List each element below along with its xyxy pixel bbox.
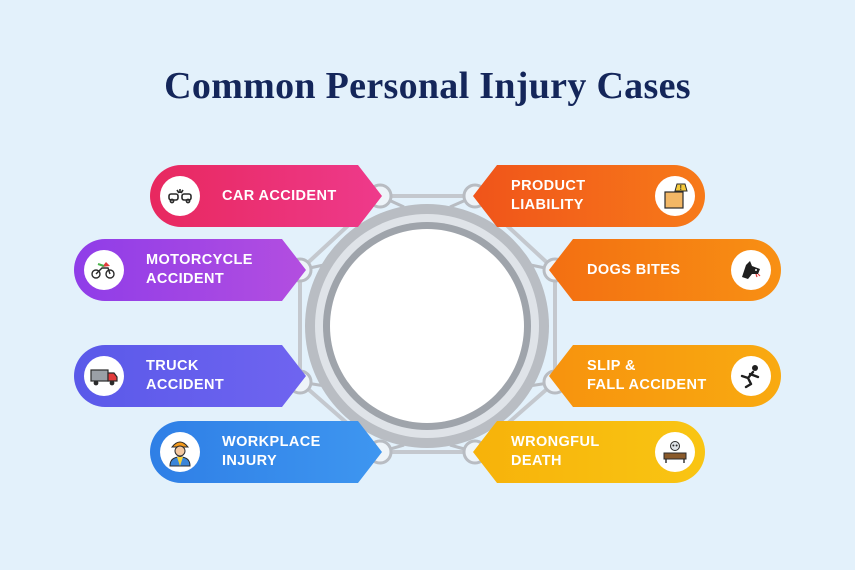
case-pill-motorcycle-accident: MOTORCYCLE ACCIDENT	[74, 239, 306, 301]
case-label: CAR ACCIDENT	[222, 187, 337, 204]
case-label: SLIP & FALL ACCIDENT	[587, 358, 707, 393]
case-pill-product-liability: PRODUCT LIABILITY!	[473, 165, 705, 227]
page-title: Common Personal Injury Cases	[164, 65, 691, 107]
worker-icon	[160, 432, 200, 472]
case-pill-workplace-injury: WORKPLACE INJURY	[150, 421, 382, 483]
case-label: WORKPLACE INJURY	[222, 434, 321, 469]
case-label: WRONGFUL DEATH	[511, 434, 600, 469]
truck-icon	[84, 356, 124, 396]
slip-fall-icon	[731, 356, 771, 396]
coffin-icon	[655, 432, 695, 472]
case-label: PRODUCT LIABILITY	[511, 178, 586, 213]
case-label: MOTORCYCLE ACCIDENT	[146, 252, 253, 287]
case-pill-truck-accident: TRUCK ACCIDENT	[74, 345, 306, 407]
case-pill-slip-and-fall-accident: SLIP & FALL ACCIDENT	[549, 345, 781, 407]
case-pill-car-accident: CAR ACCIDENT	[150, 165, 382, 227]
motorcycle-crash-icon	[84, 250, 124, 290]
svg-text:!: !	[680, 185, 683, 192]
dog-icon	[731, 250, 771, 290]
car-crash-icon	[160, 176, 200, 216]
case-label: DOGS BITES	[587, 261, 681, 278]
case-pill-wrongful-death: WRONGFUL DEATH	[473, 421, 705, 483]
case-label: TRUCK ACCIDENT	[146, 358, 225, 393]
product-warning-icon: !	[655, 176, 695, 216]
case-pill-dogs-bites: DOGS BITES	[549, 239, 781, 301]
central-hub	[305, 204, 549, 448]
hub-center	[330, 229, 524, 423]
